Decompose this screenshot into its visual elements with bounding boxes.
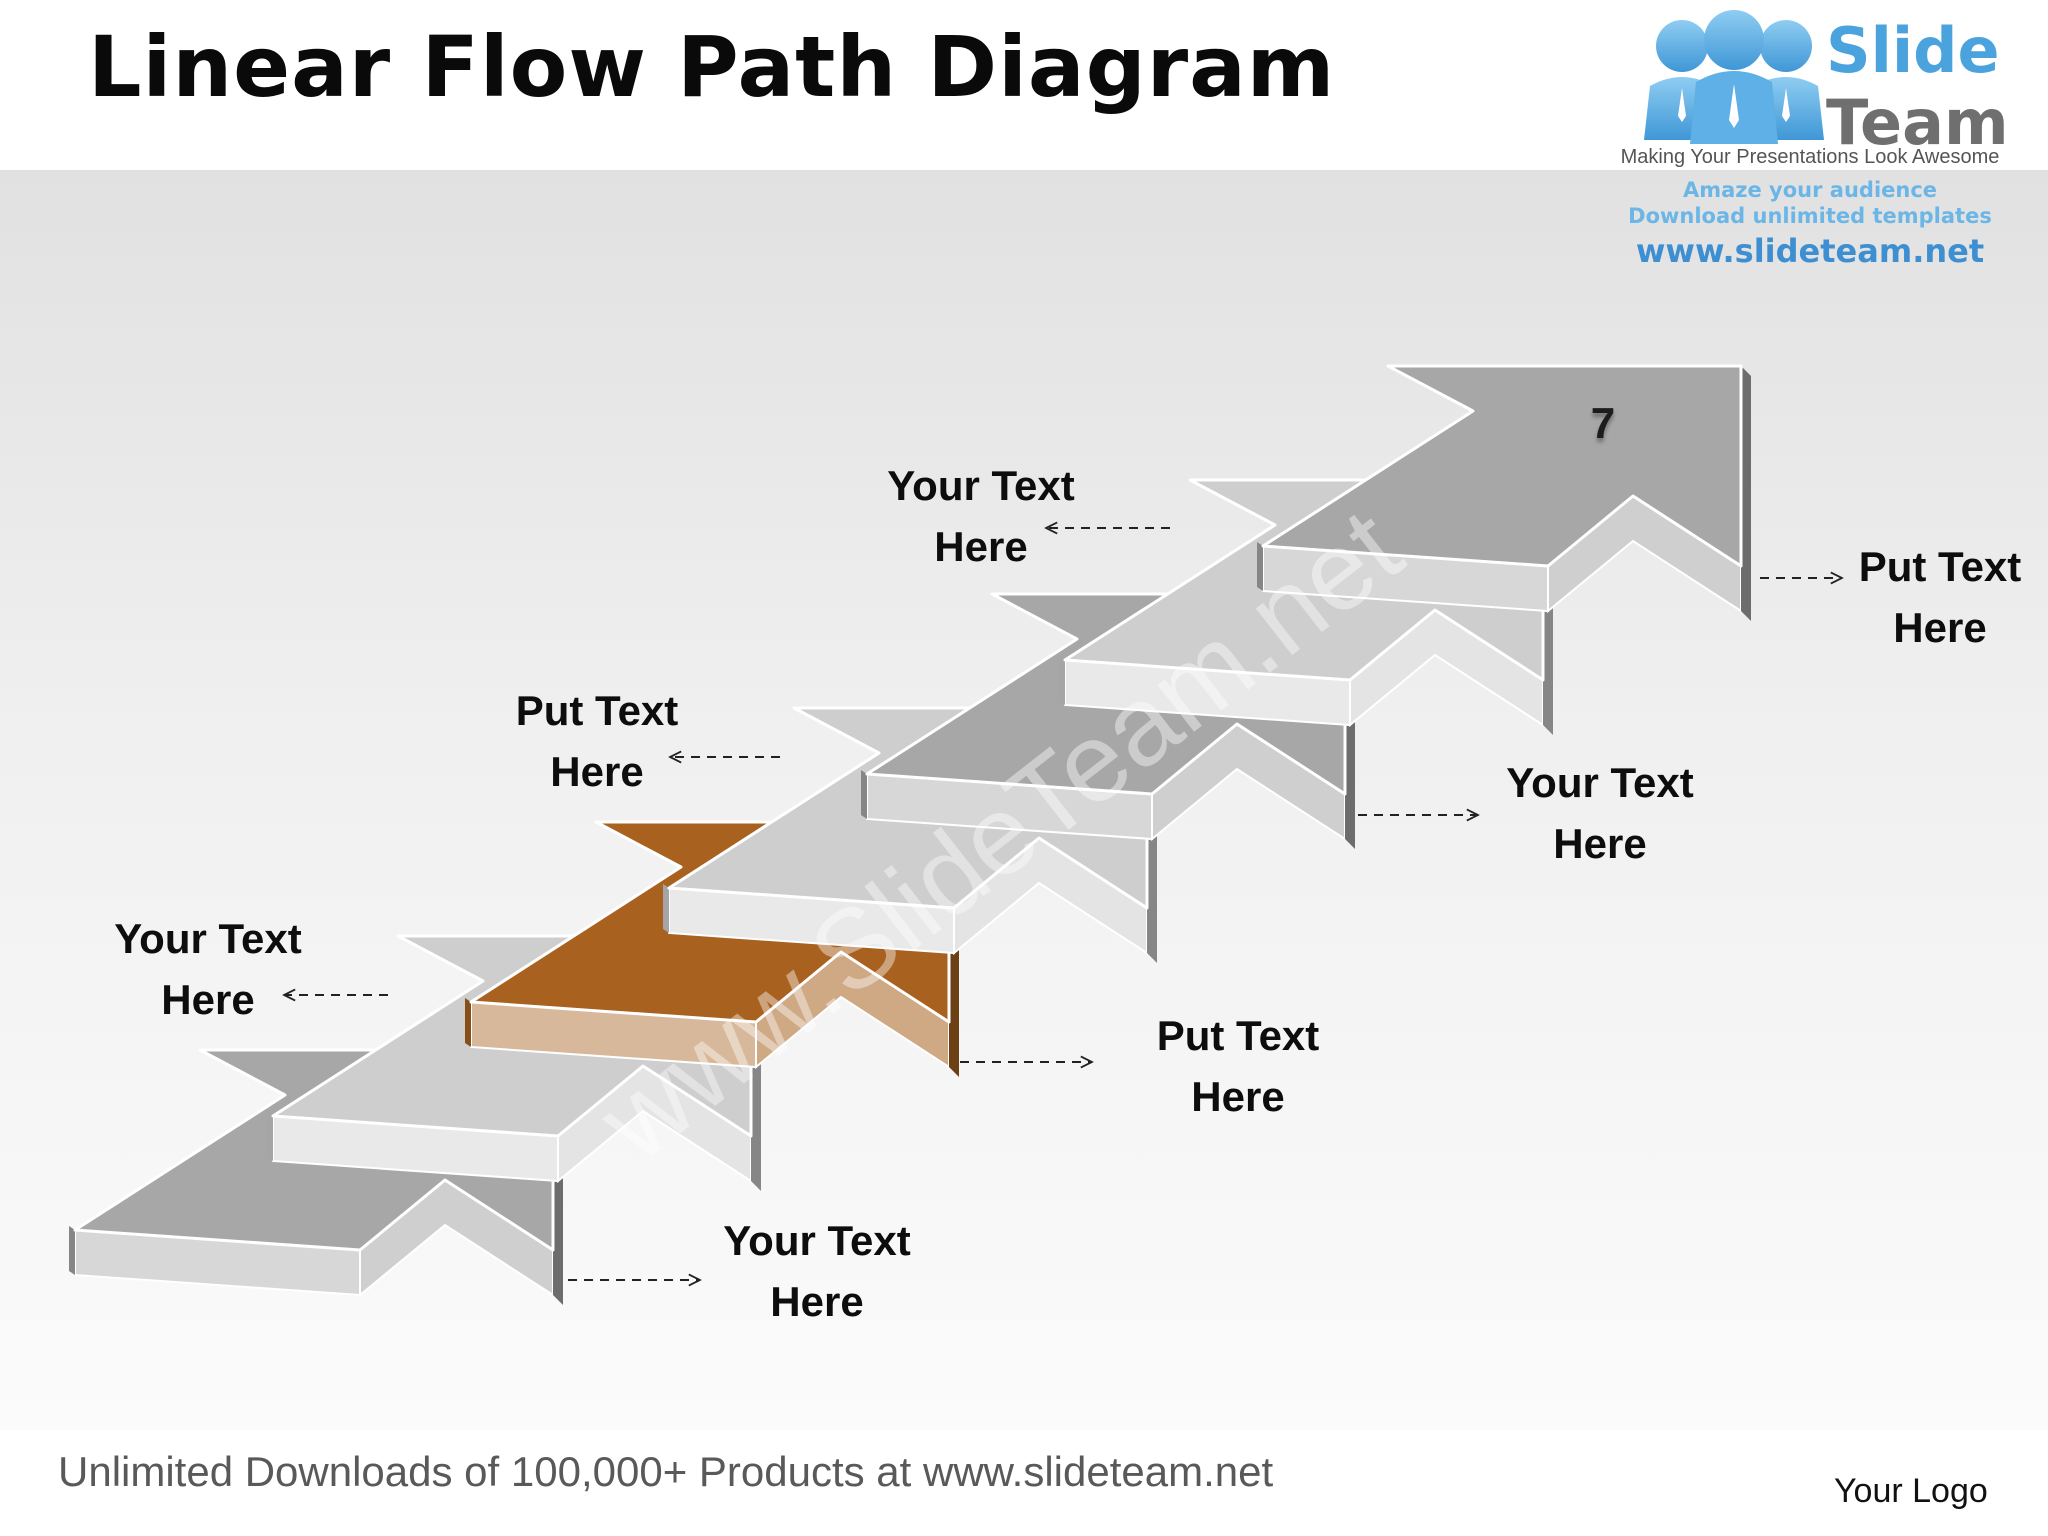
flow-arrow-edge (663, 884, 669, 933)
footer-band (0, 1430, 2048, 1536)
callout-text: Put Text (515, 687, 679, 734)
callout-text: Your Text (723, 1217, 911, 1264)
callout-text: Here (1191, 1073, 1285, 1120)
flow-arrow-7: 7 (1257, 364, 1751, 621)
callout-text: Here (1893, 604, 1987, 651)
flow-arrow-edge (465, 998, 471, 1047)
flow-arrows: 1234567 (69, 364, 1751, 1305)
callout-connectors (284, 528, 1842, 1280)
callout-text: Your Text (1506, 759, 1694, 806)
callout-text: Here (161, 976, 255, 1023)
brand-promo-line-2: Download unlimited templates (1628, 204, 1992, 228)
slide-title: Linear Flow Path Diagram (88, 18, 1336, 116)
brand-logo: Slide Team Making Your Presentations Loo… (1600, 8, 2040, 270)
brand-url: www.slideteam.net (1635, 232, 1985, 270)
flow-arrow-edge (267, 1112, 273, 1161)
logo-placeholder: Your Logo (1834, 1472, 1988, 1510)
flow-arrow-edge (1059, 656, 1065, 705)
brand-name-primary: Slide (1826, 14, 2000, 87)
flow-arrow-edge (861, 770, 867, 819)
callout-text: Here (770, 1278, 864, 1325)
callout-text: Your Text (114, 915, 302, 962)
callout-text: Put Text (1156, 1012, 1320, 1059)
flow-arrow-edge (1741, 366, 1751, 621)
step-number-7: 7 (1591, 399, 1615, 448)
brand-tagline: Making Your Presentations Look Awesome (1620, 146, 2000, 168)
callout-text: Here (550, 748, 644, 795)
brand-name-secondary: Team (1826, 86, 2009, 159)
people-icon (1644, 10, 1824, 144)
flow-arrow-face (1261, 364, 1743, 568)
footer-text: Unlimited Downloads of 100,000+ Products… (58, 1448, 1274, 1495)
flow-arrow-edge (69, 1226, 75, 1275)
callout-text: Here (1553, 820, 1647, 867)
brand-promo-line-1: Amaze your audience (1682, 178, 1938, 202)
flow-arrow-edge (1257, 542, 1263, 591)
callout-text: Here (934, 523, 1028, 570)
callout-text: Your Text (887, 462, 1075, 509)
callout-text: Put Text (1858, 543, 2022, 590)
